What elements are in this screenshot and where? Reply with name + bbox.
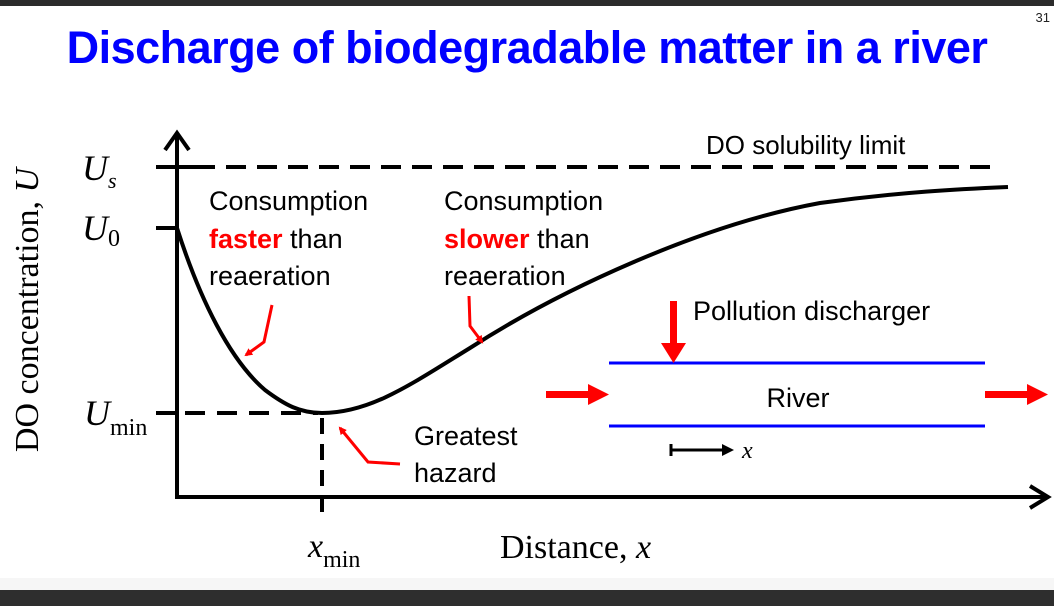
slide-title: Discharge of biodegradable matter in a r…	[66, 22, 988, 73]
svg-text:Consumption: Consumption	[444, 186, 603, 216]
hazard-annotation: Greatest hazard	[414, 421, 518, 488]
outflow-arrow-icon	[1027, 384, 1048, 405]
faster-annotation: Consumption faster than reaeration	[209, 186, 368, 291]
svg-text:reaeration: reaeration	[209, 261, 331, 291]
inflow-arrow-icon	[588, 384, 609, 405]
slower-annotation: Consumption slower than reaeration	[444, 186, 603, 291]
hazard-pointer-arrow	[338, 426, 401, 466]
x-axis-label: Distance, x	[500, 529, 651, 566]
svg-text:Greatest: Greatest	[414, 421, 518, 451]
svg-text:Consumption: Consumption	[209, 186, 368, 216]
svg-text:faster than: faster than	[209, 224, 343, 254]
svg-text:hazard: hazard	[414, 458, 497, 488]
y-axis-label: DO concentration, U	[9, 165, 46, 452]
bottom-fade	[0, 578, 1054, 590]
slide-number: 31	[1035, 10, 1050, 25]
x-axis	[175, 484, 1052, 510]
faster-pointer-arrow	[244, 304, 274, 357]
river-label: River	[766, 383, 829, 413]
do-sag-curve	[175, 185, 1009, 416]
pollution-discharger-label: Pollution discharger	[693, 296, 930, 326]
slower-pointer-arrow	[467, 295, 484, 344]
river-inset	[546, 301, 1048, 456]
x-direction-arrow-icon	[722, 444, 734, 456]
u0-label: U0	[82, 208, 120, 252]
us-label: Us	[82, 148, 117, 193]
bottom-frame-bar	[0, 590, 1054, 606]
discharger-arrow-shaft	[670, 301, 677, 345]
svg-text:slower than: slower than	[444, 224, 590, 254]
outflow-arrow-shaft	[985, 391, 1029, 398]
umin-label: Umin	[84, 393, 147, 441]
discharger-arrow-icon	[661, 343, 686, 363]
xmin-label: xmin	[307, 528, 360, 573]
solubility-limit-label: DO solubility limit	[706, 130, 906, 160]
y-axis	[163, 129, 191, 497]
inflow-arrow-shaft	[546, 391, 590, 398]
river-x-label: x	[741, 438, 753, 464]
svg-text:reaeration: reaeration	[444, 261, 566, 291]
top-frame-bar	[0, 0, 1054, 6]
